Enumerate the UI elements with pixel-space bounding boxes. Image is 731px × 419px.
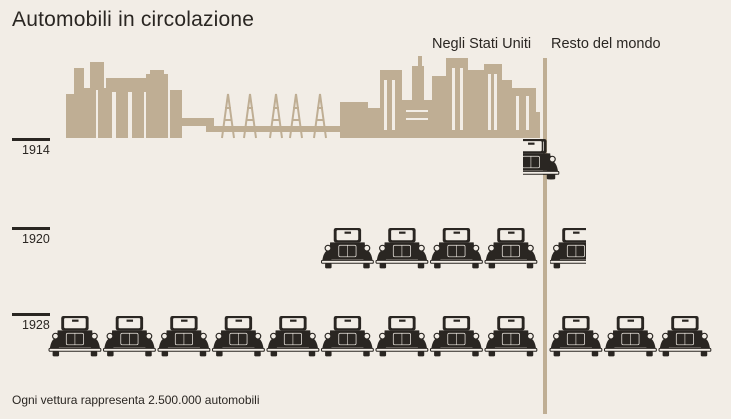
unit-note: Ogni vettura rappresenta 2.500.000 autom… [12,393,260,407]
car-icons [48,138,712,357]
car-icon-us-1920-1 [484,227,538,269]
car-icon-us-1920-3 [375,227,429,269]
year-label-1928: 1928 [22,318,50,332]
car-icon-world-1928-1 [549,315,603,357]
year-label-1914: 1914 [22,143,50,157]
car-icon-us-1928-6 [211,315,265,357]
year-rule-1914 [12,138,50,141]
column-label-rest-of-world: Resto del mondo [551,36,661,52]
year-label-1920: 1920 [22,232,50,246]
year-rule-1928 [12,313,50,316]
car-icon-us-1928-4 [320,315,374,357]
year-rule-1920 [12,227,50,230]
car-icon-us-1928-3 [375,315,429,357]
year-rules [12,138,50,316]
car-icon-us-1920-4 [320,227,374,269]
column-divider [543,58,547,414]
car-icon-us-1928-8 [102,315,156,357]
chart-title: Automobili in circolazione [12,8,255,31]
car-icon-us-1928-2 [429,315,483,357]
car-icon-us-1928-5 [266,315,320,357]
car-icon-world-1928-2 [603,315,657,357]
column-label-united-states: Negli Stati Uniti [432,36,532,52]
car-icon-us-1928-1 [484,315,538,357]
car-icon-world-1920-partial [550,227,586,269]
car-icon-us-1928-9 [48,315,102,357]
car-icon-us-1920-2 [429,227,483,269]
industrial-skyline-illustration [66,56,540,139]
car-icon-world-1928-3 [658,315,712,357]
car-icon-us-1928-7 [157,315,211,357]
